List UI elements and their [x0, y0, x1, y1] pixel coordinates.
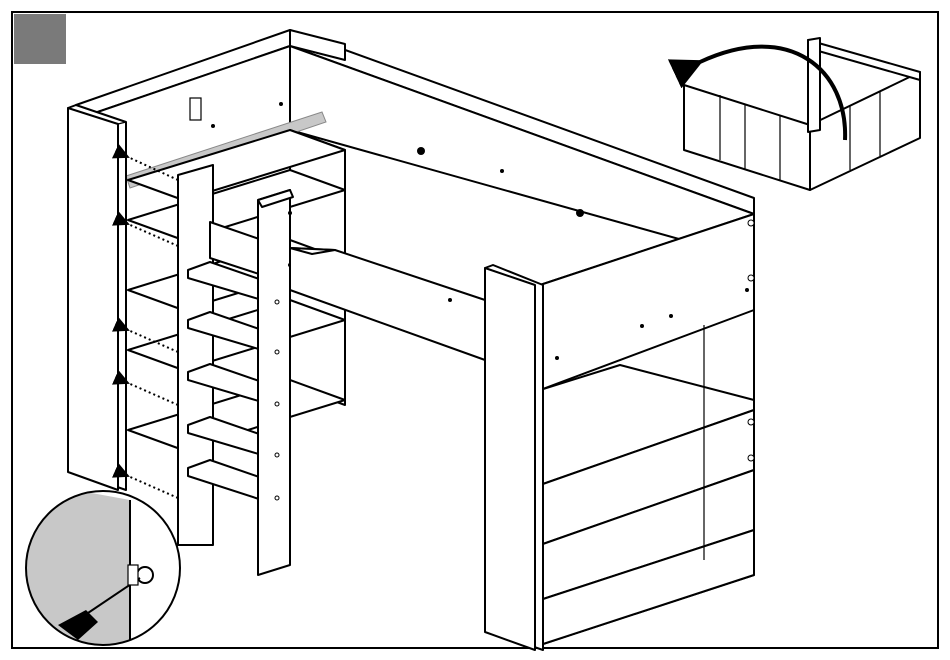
- bracket: [190, 98, 201, 120]
- left-side-panel: [68, 105, 126, 490]
- hole: [417, 147, 425, 155]
- step-marker: [14, 14, 66, 64]
- cam-lock: [137, 567, 153, 583]
- hole: [576, 209, 584, 217]
- right-shelf-unit: [540, 214, 754, 645]
- right-front-post: [485, 265, 543, 650]
